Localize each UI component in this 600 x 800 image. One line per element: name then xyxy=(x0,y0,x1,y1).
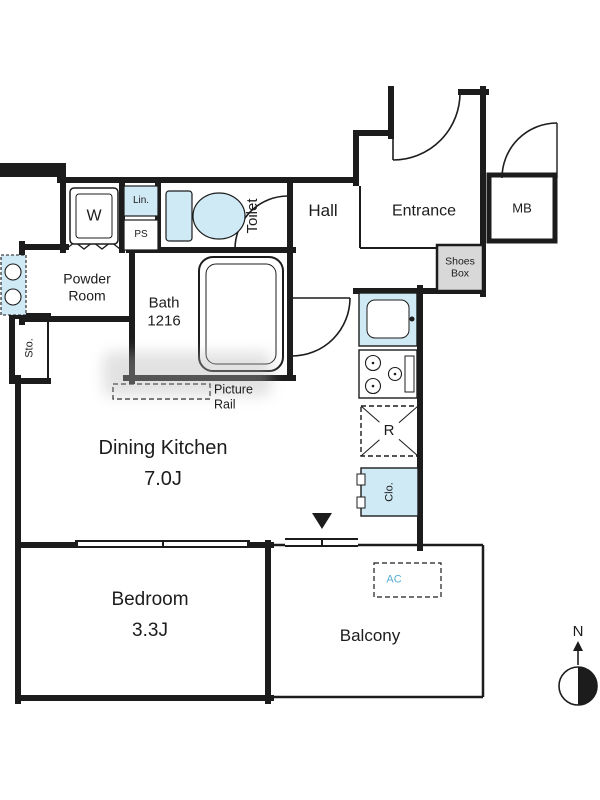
bedroom-size: 3.3J xyxy=(132,619,168,641)
pipe-space-box xyxy=(123,219,159,251)
bedroom-label: Bedroom xyxy=(111,588,189,610)
picture-rail-label-line1: Picture xyxy=(214,382,253,397)
watermark xyxy=(103,352,271,396)
closet-label: Clo. xyxy=(383,482,396,502)
washer-label: W xyxy=(86,207,102,225)
stove-icon xyxy=(358,349,418,399)
picture-rail-label-line2: Rail xyxy=(214,397,236,411)
neighbor-wall-stub xyxy=(0,163,66,177)
picture-rail-label: Picture Rail xyxy=(214,382,253,412)
direction-triangle-icon xyxy=(312,513,332,529)
bedroom-sliding-door xyxy=(75,540,250,548)
ac-unit-box xyxy=(373,562,442,598)
powder-room-label: Powder Room xyxy=(63,270,110,303)
dining-kitchen-label: Dining Kitchen xyxy=(98,437,228,460)
balcony-sliding-window xyxy=(285,538,358,547)
bath-label: Bath 1216 xyxy=(147,294,180,329)
bathtub-icon xyxy=(198,256,284,372)
powder-room-label-line2: Room xyxy=(68,287,106,303)
shoes-box xyxy=(435,243,485,293)
refrigerator-label: R xyxy=(383,422,395,440)
ac-unit-label: AC xyxy=(386,573,402,586)
front-door-arc xyxy=(392,91,461,161)
linen-box xyxy=(123,185,159,217)
powder-room-label-line1: Powder xyxy=(63,270,111,287)
compass-arrow-icon xyxy=(573,641,583,651)
storage-label: Sto. xyxy=(23,338,36,358)
entrance-label: Entrance xyxy=(391,202,457,220)
hall-door-arc xyxy=(291,297,351,357)
shoes-box-label-line1: Shoes xyxy=(445,255,475,268)
linen-label: Lin. xyxy=(132,195,150,207)
vanity-icon xyxy=(0,254,27,316)
kitchen-sink-icon xyxy=(358,292,418,347)
pipe-space-label: PS xyxy=(134,229,148,241)
fixtures xyxy=(0,185,485,598)
toilet-icon xyxy=(165,190,246,242)
meter-box-label: MB xyxy=(512,200,532,216)
balcony-label: Balcony xyxy=(339,625,401,645)
compass-north-label: N xyxy=(572,623,584,641)
mb-door-arc xyxy=(501,122,558,179)
picture-rail-dashes xyxy=(112,383,211,400)
closet-box xyxy=(356,467,419,517)
balcony-outline xyxy=(268,543,485,699)
hall-label: Hall xyxy=(308,200,338,220)
washer-icon xyxy=(69,187,119,245)
bath-label-size: 1216 xyxy=(147,312,181,329)
meter-box-outline xyxy=(486,172,558,244)
toilet-label: Toilet xyxy=(244,198,262,234)
dining-kitchen-size: 7.0J xyxy=(144,468,182,491)
shoes-box-label-line2: Box xyxy=(450,268,470,280)
refrigerator-space-box xyxy=(360,405,419,457)
walls xyxy=(0,86,558,704)
compass-icon xyxy=(558,641,598,706)
bath-label-name: Bath xyxy=(148,294,180,312)
toilet-door-arc xyxy=(234,195,289,250)
door-arcs xyxy=(234,91,558,357)
shoes-box-label: Shoes Box xyxy=(445,256,475,281)
